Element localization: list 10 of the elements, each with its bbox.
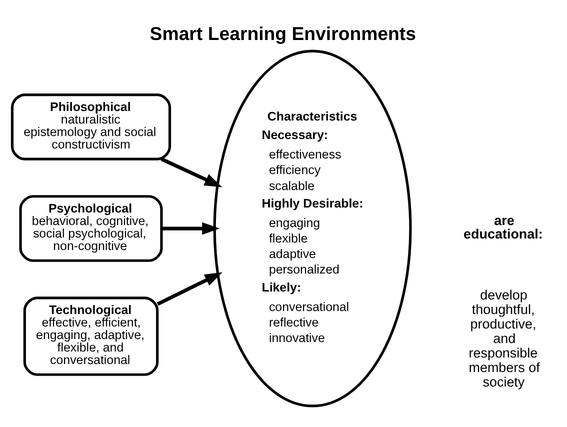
node-ellipse: Characteristics Necessary: effectiveness efficiency scalable Highly Desirable: engaging flexible adaptive personalized Likely: conversational reflective innovative xyxy=(213,49,412,407)
arrow xyxy=(156,272,222,306)
node-box: Psychological behavioral, cognitive, social psychological, non-cognitive xyxy=(19,194,163,262)
diagram-title: Smart Learning Environments xyxy=(150,22,416,44)
node-box: Philosophical naturalistic epistemology and social constructivism xyxy=(10,93,172,160)
arrow xyxy=(162,222,220,234)
label: develop thoughtful, productive, and responsible members of society xyxy=(468,286,540,389)
arrow xyxy=(160,156,222,187)
node-box: Technological effective, efficient, engaging, adaptive, flexible, and conversational xyxy=(23,296,159,376)
label: are educational: xyxy=(464,212,543,241)
